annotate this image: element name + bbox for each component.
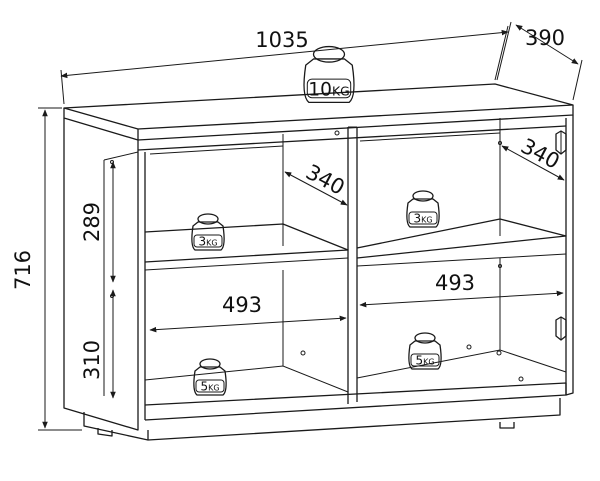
weight-label-band — [195, 379, 225, 393]
weight-3kg-icon: 3KG — [406, 190, 440, 228]
weight-unit: KG — [208, 384, 219, 393]
depth-label: 390 — [525, 26, 565, 50]
weight-label: 10KG — [308, 79, 349, 100]
weight-number: 3 — [413, 212, 421, 226]
weight-number: 5 — [200, 380, 208, 394]
weight-body — [406, 198, 440, 228]
foot — [97, 428, 113, 437]
dimension-depth: 390 — [496, 21, 583, 101]
hole-marker — [518, 376, 524, 382]
weight-unit: KG — [423, 358, 434, 367]
height-label: 716 — [11, 250, 35, 290]
weight-5kg-icon: 5KG — [193, 358, 227, 396]
hole-marker — [498, 264, 502, 268]
weight-label-band — [408, 211, 438, 225]
hole-marker — [466, 344, 472, 350]
lower-height-label: 310 — [80, 340, 104, 380]
dimension-upper-height: 289 — [80, 161, 116, 283]
weight-knob — [412, 190, 434, 202]
weight-knob — [414, 332, 436, 344]
weight-10kg-icon: 10KG — [303, 45, 355, 103]
hinge-icon — [555, 316, 567, 341]
weight-label-band — [410, 353, 440, 367]
weight-label: 3KG — [413, 212, 432, 226]
weight-5kg-icon: 5KG — [408, 332, 442, 370]
weight-unit: KG — [206, 239, 217, 248]
weight-number: 5 — [415, 354, 423, 368]
weight-body — [193, 366, 227, 396]
weight-knob — [312, 45, 346, 63]
weight-label-band — [193, 234, 223, 248]
left-width-label: 493 — [222, 293, 262, 317]
dimension-height: 716 — [11, 107, 82, 431]
weight-body — [408, 340, 442, 370]
weight-body — [191, 221, 225, 251]
weight-label-band — [306, 78, 352, 99]
hole-marker — [334, 130, 340, 136]
upper-height-label: 289 — [80, 202, 104, 242]
dimension-width: 1035 — [60, 25, 509, 105]
weight-unit: KG — [421, 216, 432, 225]
cabinet — [63, 83, 574, 441]
dimension-right-depth: 340 — [501, 134, 565, 181]
weight-label: 5KG — [415, 354, 434, 368]
right-width-label: 493 — [435, 271, 475, 295]
foot — [499, 422, 515, 429]
weight-knob — [199, 358, 221, 370]
dimension-right-width: 493 — [359, 271, 564, 308]
weight-label: 5KG — [200, 380, 219, 394]
weight-knob — [197, 213, 219, 225]
weight-body — [303, 58, 355, 103]
hole-marker — [498, 141, 502, 145]
weight-number: 10 — [308, 79, 332, 100]
hole-marker — [300, 350, 306, 356]
weight-number: 3 — [198, 235, 206, 249]
dimension-lower-height: 310 — [80, 289, 116, 399]
dimension-left-depth: 340 — [284, 160, 349, 206]
hole-marker — [496, 350, 502, 356]
weight-3kg-icon: 3KG — [191, 213, 225, 251]
width-label: 1035 — [255, 28, 308, 52]
weight-unit: KG — [332, 83, 350, 98]
dimension-left-width: 493 — [149, 293, 347, 333]
weight-label: 3KG — [198, 235, 217, 249]
